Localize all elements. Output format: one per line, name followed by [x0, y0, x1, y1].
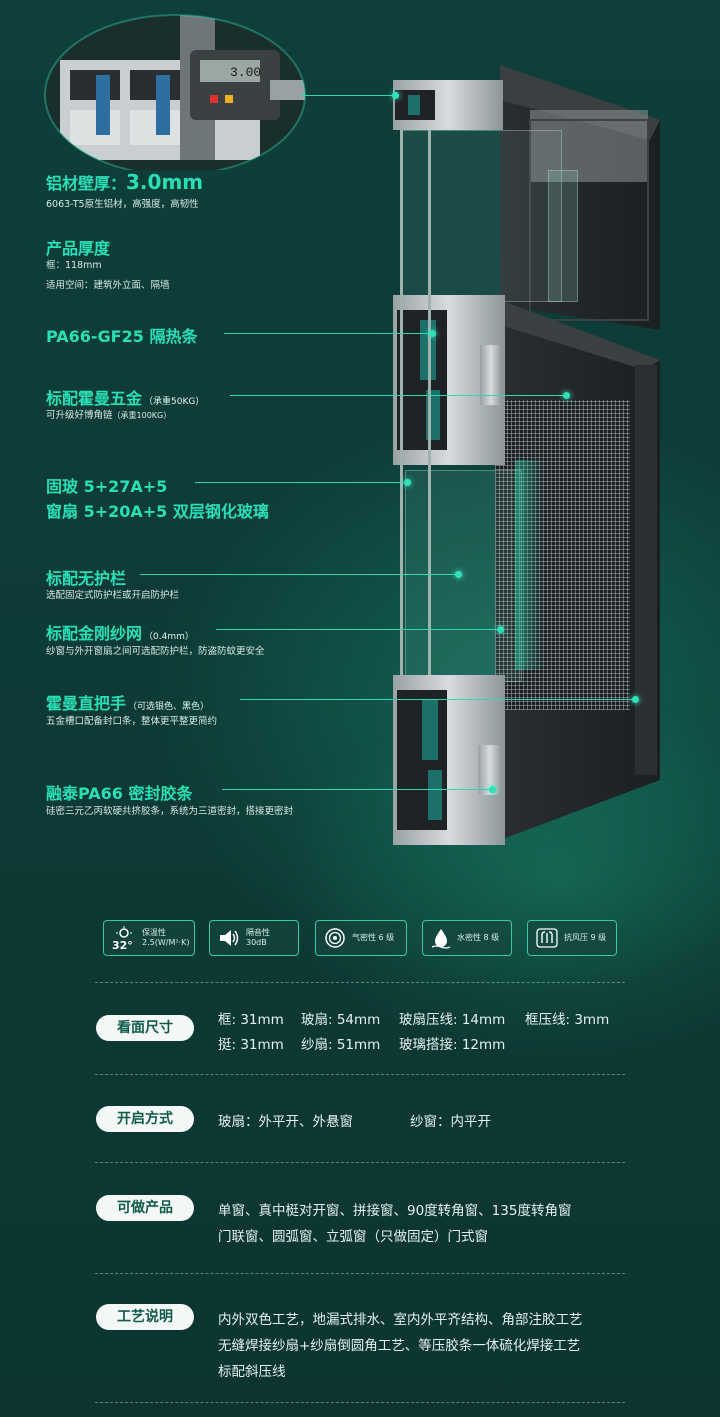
spec-size-mullion: 挺: 31mm	[218, 1037, 284, 1053]
spec-process-line3: 标配斜压线	[218, 1364, 286, 1380]
speaker-icon	[220, 930, 239, 946]
seal-sub: 硅密三元乙丙软硬共挤胶条，系统为三道密封，搭接更密封	[46, 806, 294, 817]
thermal-strip-title: PA66-GF25 隔热条	[46, 327, 198, 346]
product-thickness-title: 产品厚度	[46, 239, 111, 258]
spec-label-open: 开启方式	[96, 1106, 194, 1132]
svg-text:32°: 32°	[112, 939, 133, 950]
spec-label-process: 工艺说明	[96, 1304, 194, 1330]
hardware-line	[230, 395, 568, 396]
spec-products-line2: 门联窗、圆弧窗、立弧窗（只做固定）门式窗	[218, 1229, 488, 1245]
glass-dot	[404, 479, 411, 486]
fixed-glass-edge	[548, 170, 578, 302]
screen-line	[216, 629, 500, 630]
seal-line	[222, 789, 492, 790]
divider-4	[95, 1273, 625, 1274]
caliper-reading: 3.00	[230, 65, 261, 80]
sun-temperature-icon: 32°	[112, 926, 133, 950]
sash-glass-pane	[405, 470, 522, 682]
wall-thickness-title: 铝材壁厚：3.0mm	[46, 170, 204, 194]
spec-label-size: 看面尺寸	[96, 1015, 194, 1041]
glass-sash-title: 窗扇 5+20A+5 双层钢化玻璃	[46, 502, 269, 521]
screen-mesh	[495, 400, 630, 710]
thermal-strip-line	[224, 333, 432, 334]
seal-title: 融泰PA66 密封胶条	[46, 784, 193, 803]
handle-line	[240, 699, 635, 700]
divider-5	[95, 1402, 625, 1403]
spec-size-frame: 框: 31mm	[218, 1012, 284, 1028]
spec-open-glass: 玻扇：外平开、外悬窗	[218, 1114, 353, 1130]
glass-glow	[515, 460, 545, 670]
spec-size-screen-sash: 纱扇: 51mm	[301, 1037, 381, 1053]
glass-edge-line	[400, 130, 403, 675]
thermal-strip-dot	[429, 330, 436, 337]
divider-2	[95, 1074, 625, 1075]
spec-products-line1: 单窗、真中梃对开窗、拼接窗、90度转角窗、135度转角窗	[218, 1203, 572, 1219]
caliper-marker-dot	[392, 92, 399, 99]
screen-dot	[497, 626, 504, 633]
handle-title: 霍曼直把手（可选银色、黑色）	[46, 694, 210, 713]
air-spiral-icon	[325, 928, 345, 948]
spec-open-screen: 纱窗：内平开	[410, 1114, 491, 1130]
spec-size-sash-bead: 玻扇压线: 14mm	[399, 1012, 506, 1028]
spec-label-products: 可做产品	[96, 1195, 194, 1221]
spec-size-frame-bead: 框压线: 3mm	[525, 1012, 610, 1028]
spec-process-line1: 内外双色工艺，地漏式排水、室内外平齐结构、角部注胶工艺	[218, 1312, 583, 1328]
guardrail-sub: 选配固定式防护栏或开启防护栏	[46, 590, 180, 601]
handle-sub: 五金槽口配备封口条，整体更平整更简约	[46, 716, 218, 727]
hardware-sub: 可升级好博角链（承重100KG）	[46, 410, 172, 421]
guardrail-dot	[455, 571, 462, 578]
hardware-title: 标配霍曼五金（承重50KG）	[46, 389, 205, 408]
divider-3	[95, 1162, 625, 1163]
badge-watertight: 水密性 8 级	[422, 920, 512, 956]
caliper-connector-line	[300, 95, 395, 96]
spec-size-glass-sash: 玻扇: 54mm	[301, 1012, 381, 1028]
screen-title: 标配金刚纱网（0.4mm）	[46, 624, 194, 643]
guardrail-title: 标配无护栏	[46, 569, 127, 588]
spec-size-glass-overlap: 玻璃搭接: 12mm	[399, 1037, 506, 1053]
water-drop-icon	[431, 929, 451, 949]
glass-fixed-title: 固玻 5+27A+5	[46, 477, 168, 496]
caliper-inset: 3.00	[44, 14, 306, 170]
badge-airtight: 气密性 6 级	[315, 920, 407, 956]
handle-dot	[632, 696, 639, 703]
divider-1	[95, 982, 625, 983]
seal-dot	[489, 786, 496, 793]
guardrail-line	[140, 574, 458, 575]
product-thickness-space: 适用空间：建筑外立面、隔墙	[46, 280, 170, 291]
badge-wind: 抗风压 9 级	[527, 920, 617, 956]
hardware-dot	[563, 392, 570, 399]
product-thickness-frame: 框：118mm	[46, 260, 102, 271]
wind-pressure-icon	[536, 928, 558, 948]
screen-sub: 纱窗与外开窗扇之间可选配防护栏，防盗防蚊更安全	[46, 646, 265, 657]
spec-process-line2: 无缝焊接纱扇+纱扇倒圆角工艺、等压胶条一体硫化焊接工艺	[218, 1338, 581, 1354]
wall-thickness-sub: 6063-T5原生铝材，高强度，高韧性	[46, 199, 199, 210]
glass-line	[195, 482, 407, 483]
fixed-glass-pane	[400, 130, 562, 302]
